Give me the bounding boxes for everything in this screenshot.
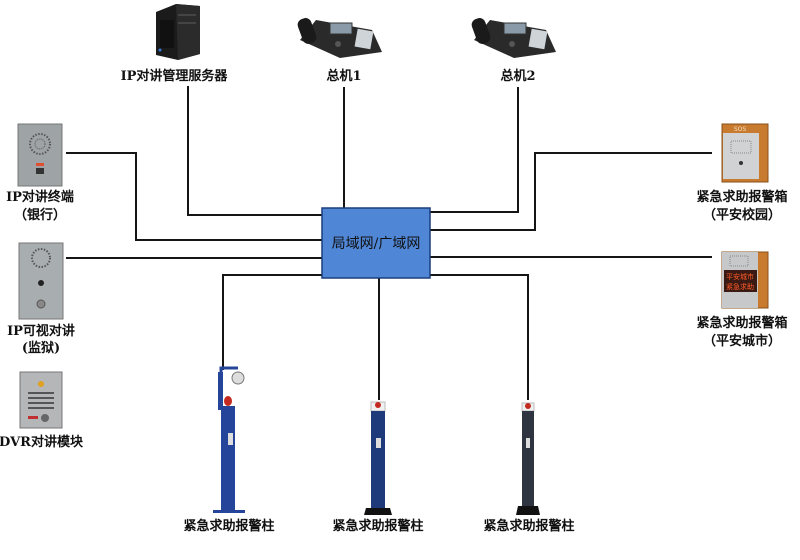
terminal-bank-sublabel: （银行）: [14, 207, 66, 223]
box-campus-sublabel: （平安校园）: [703, 207, 781, 223]
device-terminal-bank[interactable]: IP对讲终端 （银行）: [6, 123, 74, 223]
pillar2-label: 紧急求助报警柱: [332, 518, 423, 534]
wire-server: [187, 86, 322, 216]
video-prison-sublabel: (监狱): [22, 340, 60, 356]
box-city-led-line2: 紧急求助: [726, 282, 754, 291]
console1-label: 总机1: [326, 68, 361, 84]
box-city-sublabel: （平安城市）: [703, 333, 781, 349]
device-box-city[interactable]: 平安城市 紧急求助 紧急求助报警箱 （平安城市）: [696, 251, 788, 349]
alarm-pillar-camera-icon: [213, 366, 245, 513]
desk-phone-icon: [471, 18, 556, 58]
alarm-pillar-icon: [364, 401, 392, 515]
device-video-prison[interactable]: IP可视对讲 (监狱): [7, 242, 75, 356]
pillar3-label: 紧急求助报警柱: [483, 518, 574, 534]
device-console2[interactable]: 总机2: [470, 16, 556, 84]
wire-box-campus: [430, 152, 712, 231]
alarm-box-icon: SOS: [721, 123, 769, 183]
intercom-panel-icon: [17, 123, 63, 187]
alarm-pillar-icon: [516, 402, 540, 515]
console2-label: 总机2: [500, 68, 535, 84]
device-box-campus[interactable]: SOS 紧急求助报警箱 （平安校园）: [696, 123, 788, 223]
device-dvr-module[interactable]: DVR对讲模块: [0, 371, 84, 450]
video-prison-label: IP可视对讲: [7, 323, 75, 339]
terminal-bank-label: IP对讲终端: [6, 189, 74, 205]
connections: [66, 86, 712, 400]
dvr-intercom-module-icon: [19, 371, 63, 429]
box-campus-panel-text: SOS: [734, 126, 747, 133]
network-hub[interactable]: 局域网/广域网: [321, 207, 431, 279]
device-pillar1[interactable]: 紧急求助报警柱: [183, 366, 275, 534]
device-pillar3[interactable]: 紧急求助报警柱: [483, 402, 575, 534]
hub-label: 局域网/广域网: [332, 236, 421, 252]
box-city-led-line1: 平安城市: [726, 272, 754, 281]
device-pillar2[interactable]: 紧急求助报警柱: [332, 401, 424, 534]
box-campus-label: 紧急求助报警箱: [696, 189, 787, 205]
dvr-module-label: DVR对讲模块: [0, 434, 84, 450]
video-intercom-icon: [18, 242, 64, 320]
box-city-label: 紧急求助报警箱: [696, 315, 787, 331]
device-server[interactable]: IP对讲管理服务器: [121, 4, 229, 84]
server-label: IP对讲管理服务器: [121, 68, 229, 84]
server-tower-icon: [156, 4, 200, 60]
hub-box[interactable]: [321, 207, 431, 279]
device-console1[interactable]: 总机1: [296, 16, 382, 84]
wire-console2: [430, 87, 519, 213]
wire-terminal-bank: [66, 152, 322, 241]
wire-pillar1: [222, 274, 322, 370]
desk-phone-icon: [297, 18, 382, 58]
wire-pillar3: [430, 274, 529, 400]
pillar1-label: 紧急求助报警柱: [183, 518, 274, 534]
alarm-box-led-icon: 平安城市 紧急求助: [721, 251, 769, 309]
